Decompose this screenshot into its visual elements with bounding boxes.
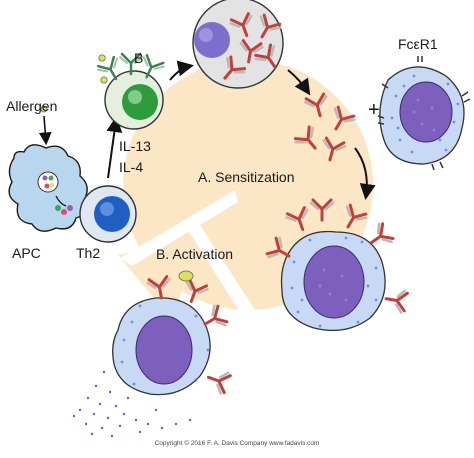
activation-wedge bbox=[120, 190, 238, 266]
copyright-notice: Copyright © 2016 F. A. Davis Company www… bbox=[154, 440, 320, 447]
label-fce-receptor: FcεR1 bbox=[398, 36, 438, 52]
plus-sign: + bbox=[368, 99, 380, 121]
released-granules bbox=[72, 370, 192, 438]
label-apc: APC bbox=[12, 245, 41, 261]
apc-cell bbox=[8, 144, 88, 232]
th2-cell bbox=[79, 185, 137, 243]
label-b-cell: B bbox=[134, 50, 144, 66]
sensitized-mast-cell bbox=[264, 198, 410, 332]
activated-mast-cell bbox=[112, 270, 233, 396]
label-th2: Th2 bbox=[76, 245, 101, 261]
label-sensitization: A. Sensitization bbox=[198, 169, 295, 185]
arrow-b-to-plasma bbox=[169, 60, 194, 81]
arrow-plasma-to-ige bbox=[287, 69, 311, 96]
label-il13: IL-13 bbox=[119, 138, 151, 154]
allergen-particle bbox=[40, 105, 48, 113]
arrow-ige-to-mast bbox=[354, 147, 376, 200]
label-il4: IL-4 bbox=[119, 159, 144, 175]
arrow-allergen-to-apc bbox=[38, 115, 52, 146]
label-activation: B. Activation bbox=[156, 246, 234, 262]
naive-mast-cell bbox=[377, 56, 471, 171]
plasma-cell bbox=[192, 0, 286, 89]
label-allergen: Allergen bbox=[6, 98, 58, 114]
b-cell bbox=[95, 52, 167, 130]
arrow-th2-to-b bbox=[106, 116, 123, 179]
